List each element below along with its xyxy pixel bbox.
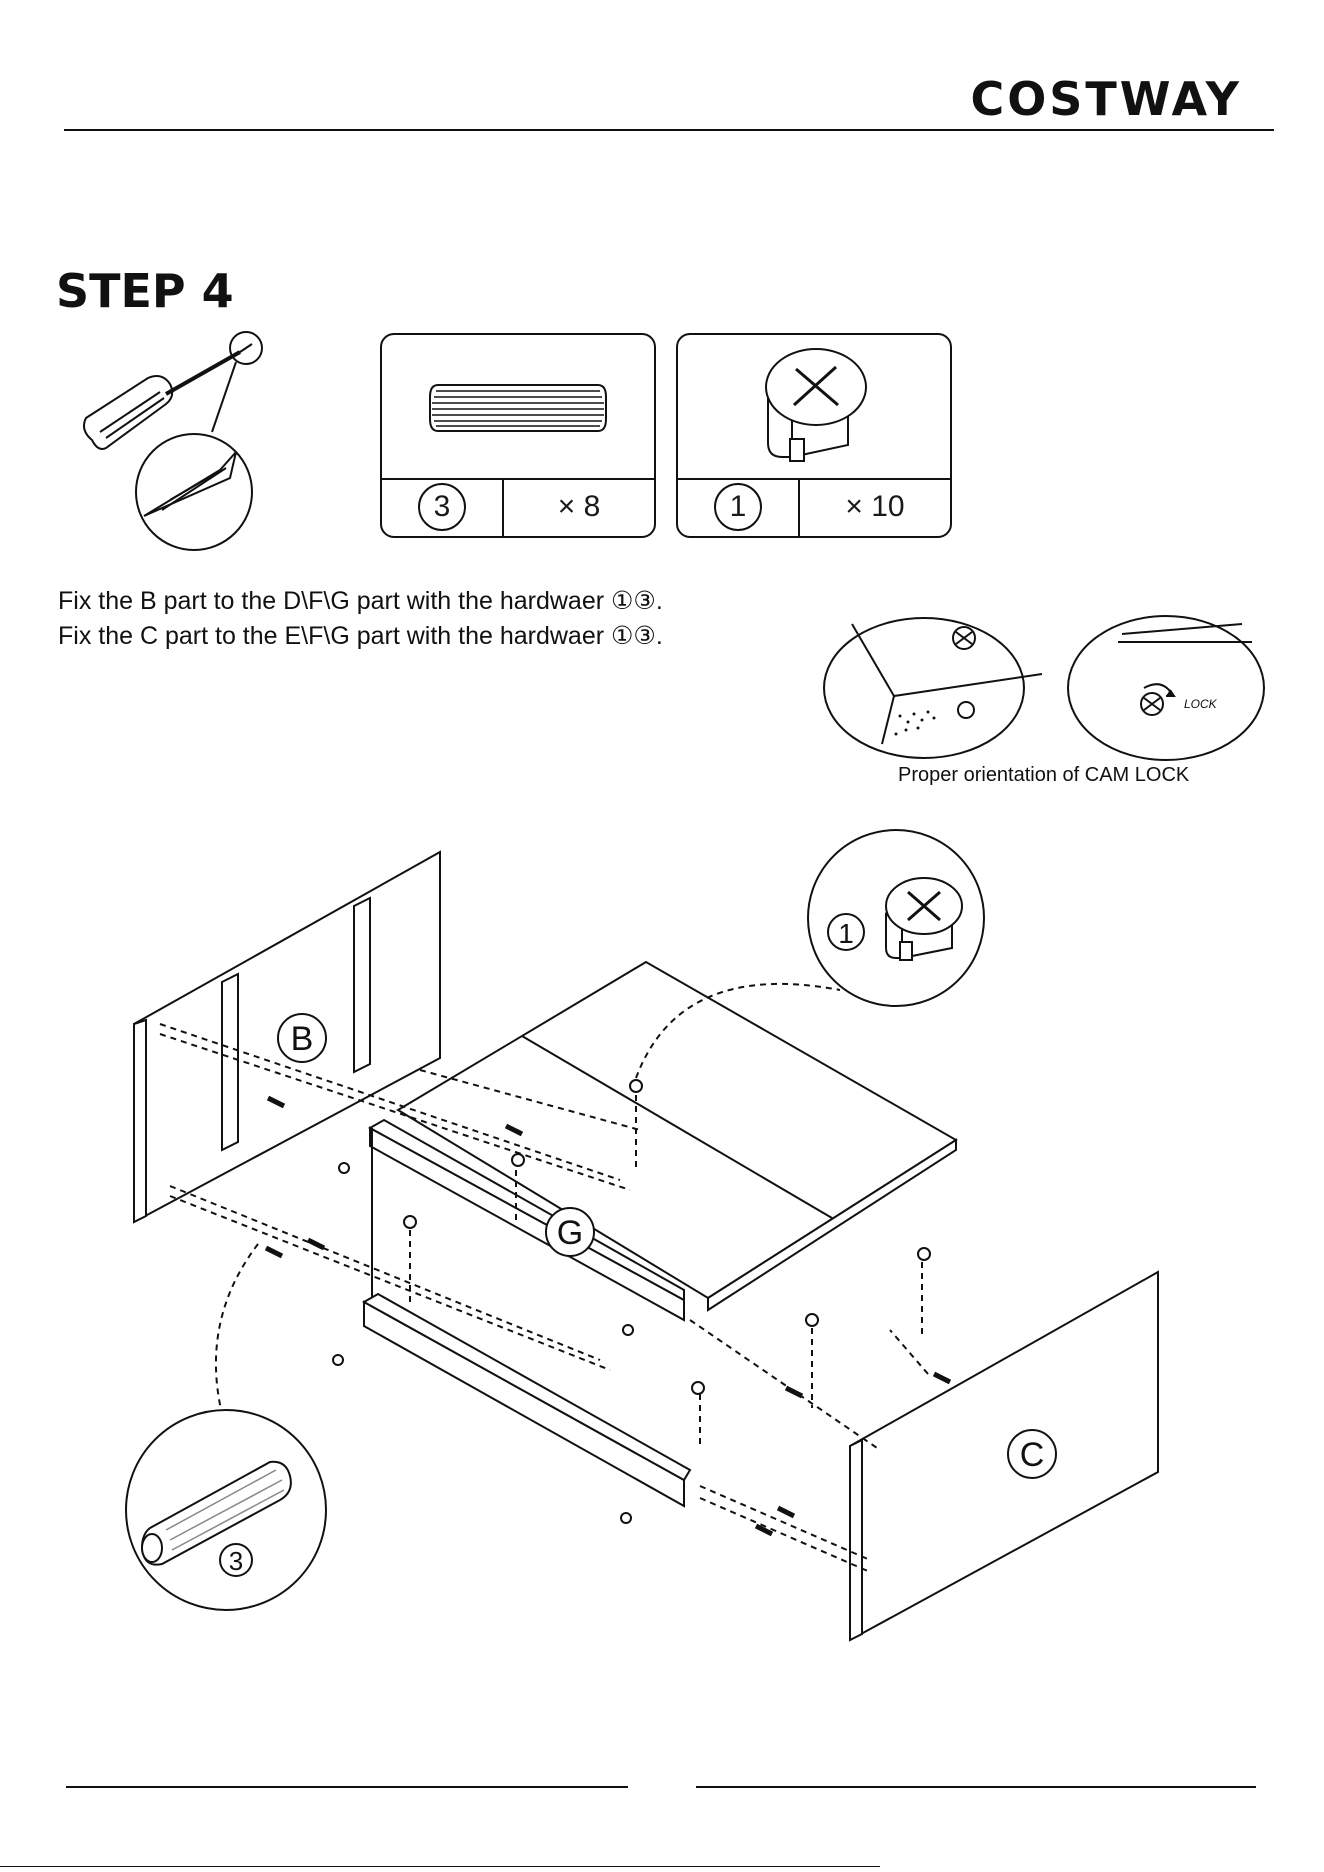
footer-rule-left xyxy=(66,1786,628,1788)
cam-lock-orientation-illustration: LOCK xyxy=(822,604,1268,764)
hardware-number-cell: 3 xyxy=(382,478,504,536)
cam-lock-icon xyxy=(678,335,950,478)
brand-logo: COSTWAY xyxy=(970,72,1242,126)
hardware-quantity: × 8 xyxy=(504,478,654,536)
hardware-picture xyxy=(382,335,654,480)
assembly-diagram: B G C 1 3 xyxy=(0,820,1324,1660)
instruction-line-1: Fix the B part to the D\F\G part with th… xyxy=(58,586,663,616)
hardware-number: 3 xyxy=(418,483,466,531)
cam-callout-number: 1 xyxy=(838,918,854,949)
header-rule xyxy=(64,129,1274,131)
dowel-callout-number: 3 xyxy=(229,1546,243,1576)
hardware-box-cam-lock: 1 × 10 xyxy=(676,333,952,538)
hardware-number: 1 xyxy=(714,483,762,531)
hardware-number-cell: 1 xyxy=(678,478,800,536)
step-title: STEP 4 xyxy=(56,264,234,318)
part-g-label: G xyxy=(557,1214,583,1252)
instruction-line-2: Fix the C part to the E\F\G part with th… xyxy=(58,621,663,651)
hardware-picture xyxy=(678,335,950,480)
hardware-quantity: × 10 xyxy=(800,478,950,536)
part-c-label: C xyxy=(1020,1436,1045,1474)
screwdriver-icon xyxy=(70,320,270,560)
hardware-box-dowel: 3 × 8 xyxy=(380,333,656,538)
footer-rule-right xyxy=(696,1786,1256,1788)
wooden-dowel-icon xyxy=(382,335,654,478)
cam-lock-caption: Proper orientation of CAM LOCK xyxy=(898,764,1189,787)
page-bottom-rule xyxy=(0,1866,880,1867)
lock-label: LOCK xyxy=(1184,697,1218,711)
part-b-label: B xyxy=(291,1020,314,1058)
